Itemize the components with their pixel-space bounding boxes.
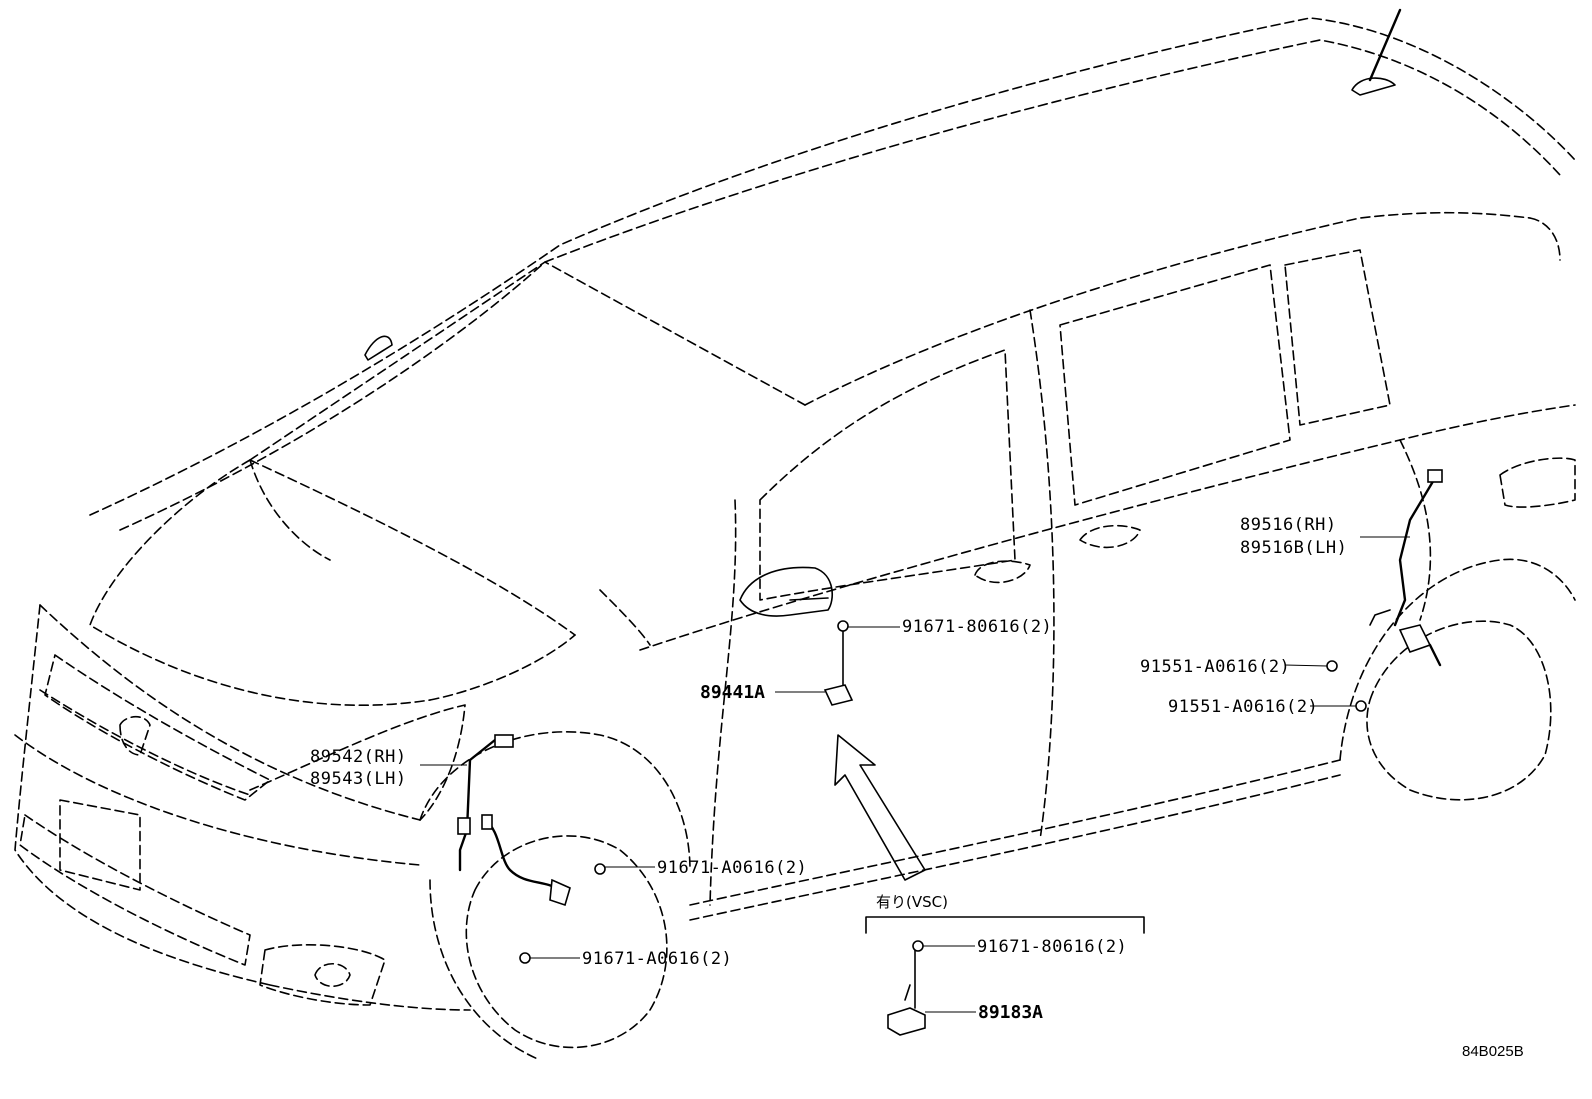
label-89183a: 89183A: [978, 1002, 1043, 1023]
front-abs-sensor-harness: [457, 734, 606, 964]
roof-antenna: [1351, 77, 1396, 96]
label-89516-rh: 89516(RH): [1240, 515, 1337, 535]
yaw-rate-sensor-89441a: [823, 620, 854, 706]
diagram-reference-code: 84B025B: [1462, 1043, 1524, 1060]
leader-lines: [420, 536, 1410, 1013]
label-91671-80616-mirror: 91671-80616(2): [902, 617, 1052, 637]
label-91551-a0616-lower: 91551-A0616(2): [1168, 697, 1318, 717]
location-arrow: [834, 734, 926, 881]
label-89543-lh: 89543(LH): [310, 769, 407, 789]
rear-abs-sensor-harness: [1326, 469, 1443, 712]
vehicle-body-outline: [14, 17, 1576, 1061]
solid-components: [364, 8, 1402, 617]
vsc-bracket: [865, 916, 1145, 934]
part-labels: 89516(RH) 89516B(LH) 91671-80616(2) 8944…: [310, 515, 1524, 1060]
label-91671-a0616-upper: 91671-A0616(2): [657, 858, 807, 878]
side-mirror: [739, 566, 834, 617]
label-89441a: 89441A: [700, 682, 765, 703]
label-89542-rh: 89542(RH): [310, 747, 407, 767]
vsc-sensor-89183a: [887, 940, 926, 1036]
label-91551-a0616-upper: 91551-A0616(2): [1140, 657, 1290, 677]
label-vsc-equipped: 有り(VSC): [876, 893, 948, 911]
label-91671-a0616-lower: 91671-A0616(2): [582, 949, 732, 969]
label-91671-80616-vsc: 91671-80616(2): [977, 937, 1127, 957]
label-89516b-lh: 89516B(LH): [1240, 538, 1347, 558]
